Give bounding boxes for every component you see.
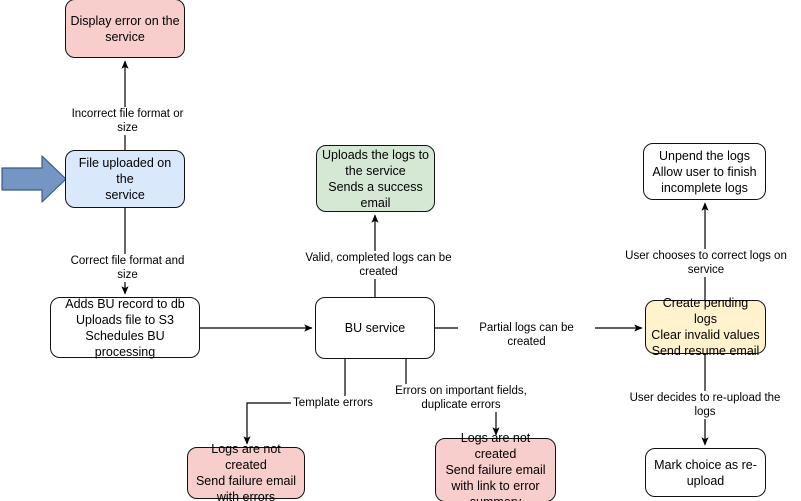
node-display-error-label: Display error on the service [70,13,180,44]
node-unpend-logs[interactable]: Unpend the logs Allow user to finish inc… [643,143,766,200]
node-uploads-logs[interactable]: Uploads the logs to the service Sends a … [316,145,435,212]
node-file-uploaded-label: File uploaded on the service [78,156,172,202]
node-uploads-logs-label: Uploads the logs to the service Sends a … [321,147,429,210]
edge-label-incorrect-format: Incorrect file format or size [58,107,197,135]
node-create-pending-logs[interactable]: Create pending logs Clear invalid values… [645,296,766,358]
edge-label-valid-completed-logs: Valid, completed logs can be created [284,251,473,279]
edge-label-errors-important-fields: Errors on important fields, duplicate er… [393,384,529,412]
node-bu-service-label: BU service [344,321,406,335]
node-unpend-logs-label: Unpend the logs Allow user to finish inc… [652,148,757,195]
entry-arrow-icon [1,155,67,203]
node-adds-bu-record-label: Adds BU record to db Uploads file to S3 … [65,296,185,359]
node-logs-not-created-summary-label: Logs are not created Send failure email … [445,431,546,501]
node-mark-choice-reupload[interactable]: Mark choice as re- upload [645,448,766,497]
edge-label-correct-format: Correct file format and size [58,254,197,282]
node-logs-not-created-summary[interactable]: Logs are not created Send failure email … [435,431,556,501]
node-file-uploaded[interactable]: File uploaded on the service [65,150,185,208]
node-display-error[interactable]: Display error on the service [65,0,185,58]
edge-label-partial-logs: Partial logs can be created [458,321,595,349]
node-bu-service[interactable]: BU service [315,297,435,359]
edge-label-user-reupload: User decides to re-upload the logs [617,391,793,419]
node-logs-not-created-errors[interactable]: Logs are not created Send failure email … [187,442,305,501]
node-adds-bu-record[interactable]: Adds BU record to db Uploads file to S3 … [50,296,200,359]
edge-label-user-corrects-logs: User chooses to correct logs on service [607,249,801,277]
node-create-pending-logs-label: Create pending logs Clear invalid values… [651,296,760,358]
node-mark-choice-reupload-label: Mark choice as re- upload [654,457,757,488]
node-logs-not-created-errors-label: Logs are not created Send failure email … [195,442,297,501]
edge-label-template-errors: Template errors [291,396,375,410]
